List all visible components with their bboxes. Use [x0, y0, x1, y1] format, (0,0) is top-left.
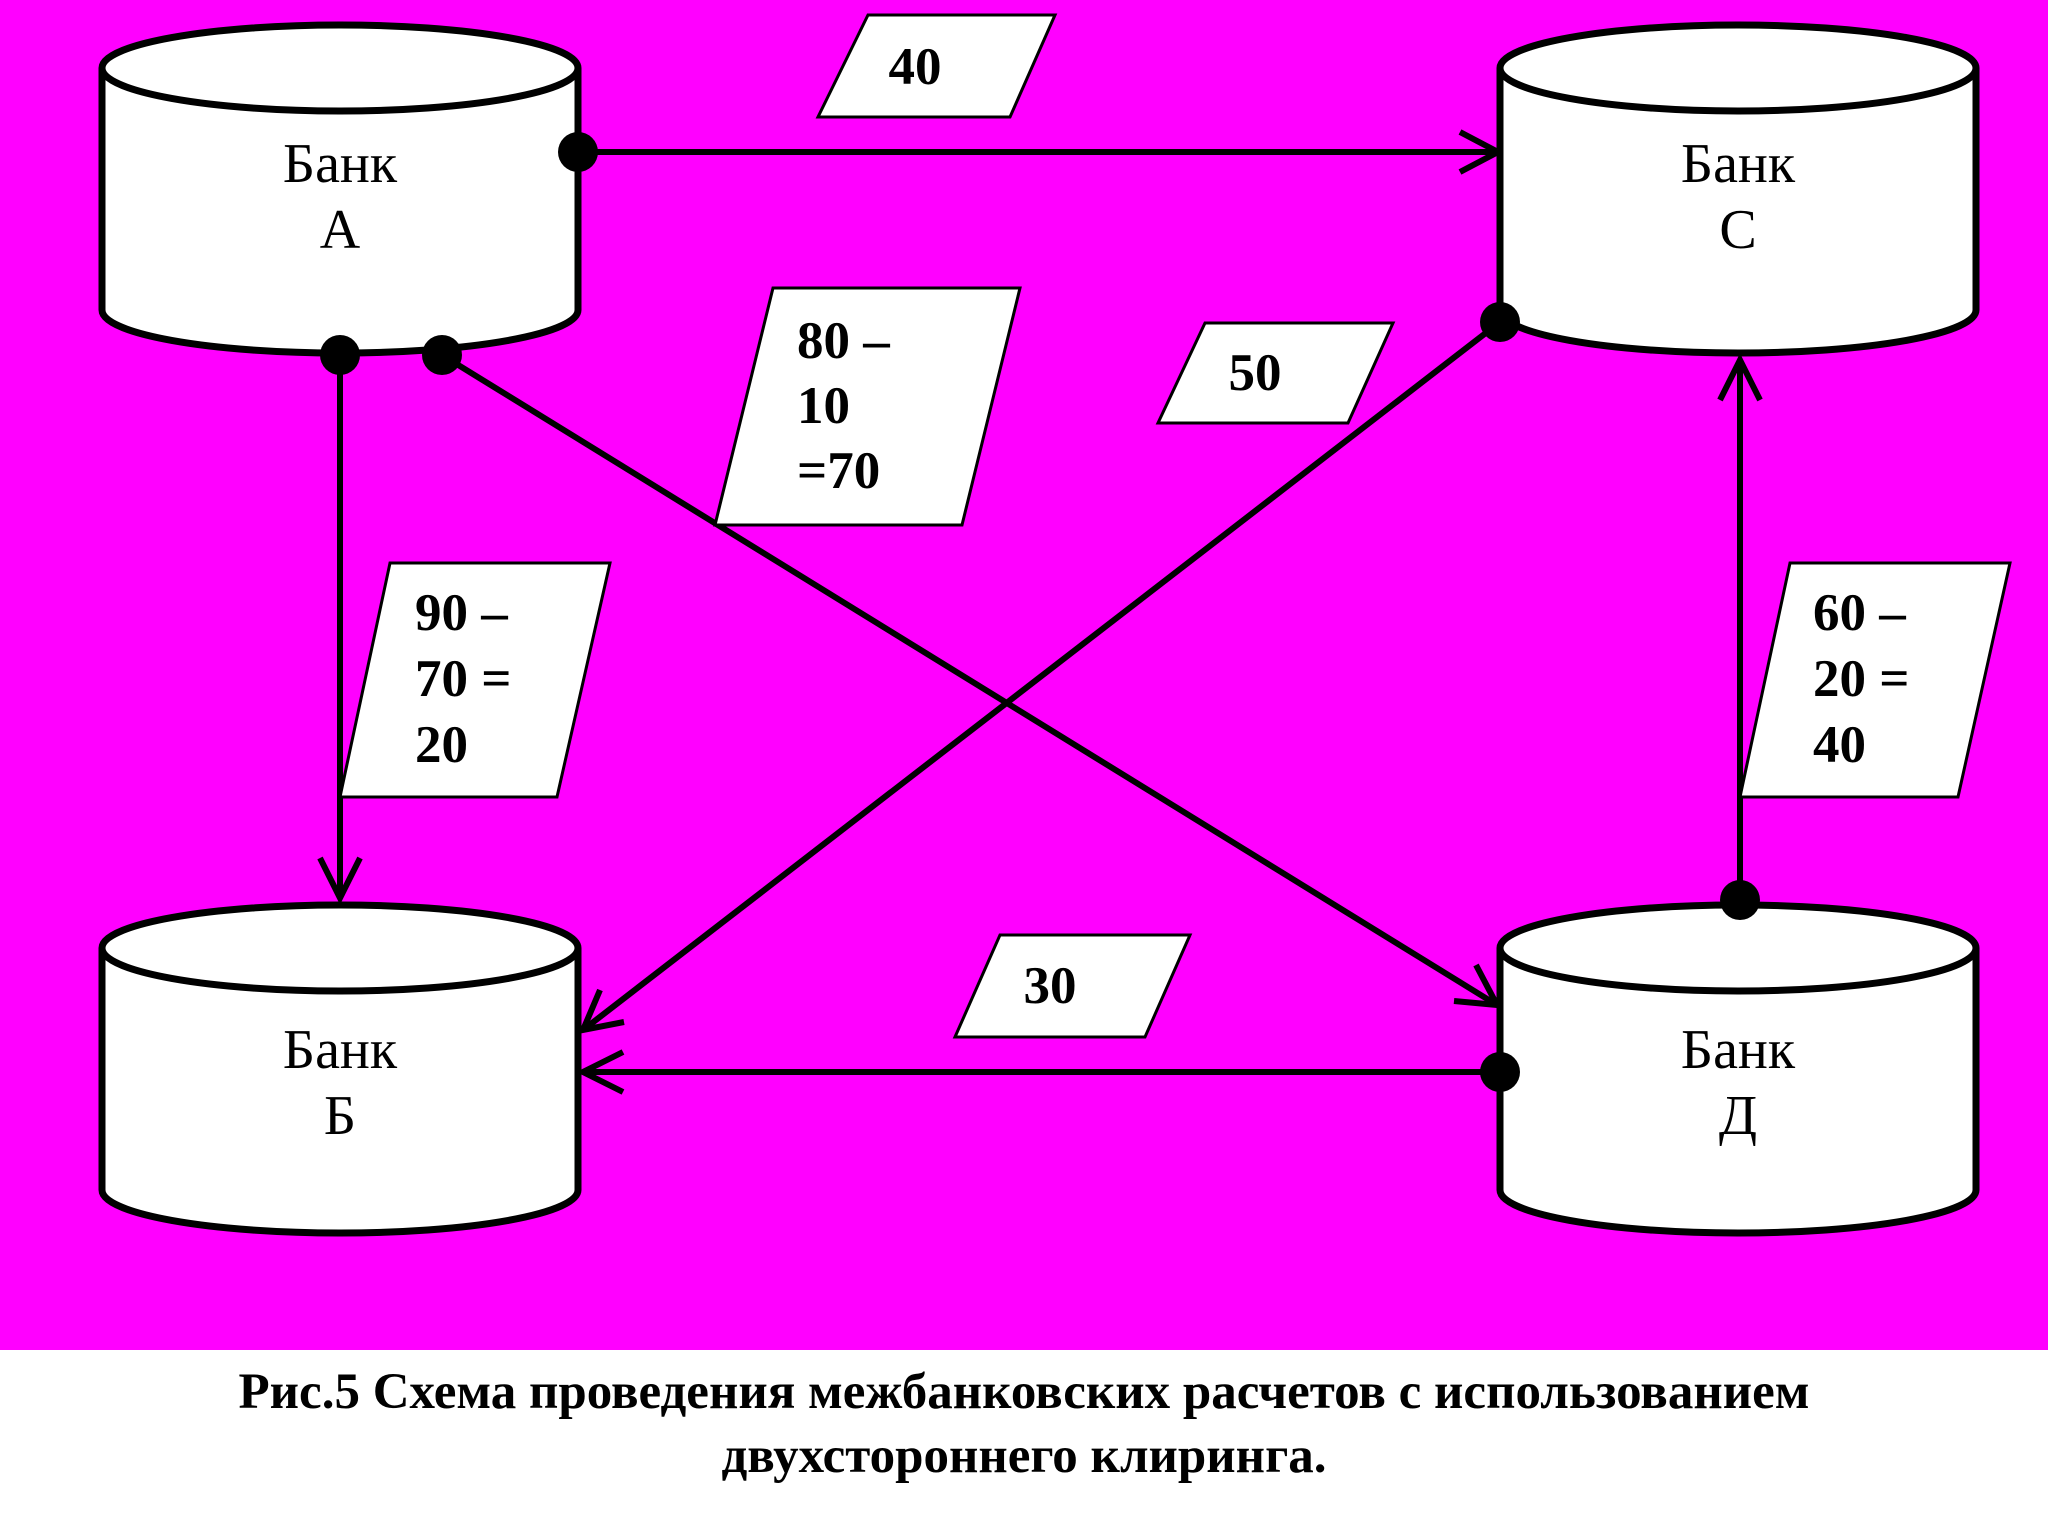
dot-a-right [558, 132, 598, 172]
bank-a-label-line1: Банк [283, 133, 398, 195]
dot-a-bottom-left [320, 335, 360, 375]
dot-a-bottom-right [422, 335, 462, 375]
value-c-to-b: 50 [1229, 344, 1282, 402]
bank-d-label-line2: Д [1719, 1085, 1757, 1147]
value-box-d-to-c: 60 – 20 = 40 [1738, 561, 2012, 799]
value-a-to-d-line3: =70 [797, 442, 880, 500]
bank-a-label-line2: А [320, 199, 361, 261]
value-a-to-b-line1: 90 – [415, 584, 508, 642]
bank-b-label-line2: Б [324, 1085, 356, 1147]
value-d-to-c-line3: 40 [1813, 716, 1866, 774]
value-a-to-b-line2: 70 = [415, 650, 511, 708]
arrowhead-a-to-b [317, 856, 363, 905]
bank-b-cylinder: Банк Б [98, 901, 582, 1237]
bank-c-label-line1: Банк [1681, 133, 1796, 195]
value-d-to-c-line1: 60 – [1813, 584, 1906, 642]
value-box-d-to-b: 30 [952, 933, 1193, 1039]
caption-line1: Рис.5 Схема проведения межбанковских рас… [238, 1364, 1810, 1420]
figure-caption: Рис.5 Схема проведения межбанковских рас… [0, 1350, 2048, 1517]
flow-arrows [317, 129, 1763, 1095]
bank-c-cylinder: Банк С [1496, 21, 1980, 357]
value-box-a-to-c: 40 [815, 13, 1058, 119]
arrow-c-to-b [581, 319, 1502, 1033]
connection-dots [320, 132, 1760, 1092]
arrowhead-d-to-b [576, 1049, 625, 1095]
value-a-to-c: 40 [889, 38, 942, 96]
value-a-to-d-line1: 80 – [797, 312, 890, 370]
value-box-a-to-d: 80 – 10 =70 [713, 286, 1022, 527]
value-a-to-d-line2: 10 [797, 377, 850, 435]
arrowhead-c-to-b [578, 988, 625, 1035]
bank-a-cylinder: Банк А [98, 21, 582, 357]
clearing-diagram: Банк А Банк С Банк Б Банк Д [0, 0, 2048, 1350]
value-box-c-to-b: 50 [1155, 321, 1396, 425]
bank-d-cylinder: Банк Д [1496, 901, 1980, 1237]
value-d-to-b: 30 [1024, 957, 1077, 1015]
bank-b-label-line1: Банк [283, 1019, 398, 1081]
dot-c-bottom-left [1480, 302, 1520, 342]
value-d-to-c-line2: 20 = [1813, 650, 1909, 708]
bank-c-label-line2: С [1719, 199, 1756, 261]
dot-d-left [1480, 1052, 1520, 1092]
arrowhead-d-to-c [1717, 353, 1763, 402]
dot-d-top [1720, 880, 1760, 920]
value-box-a-to-b: 90 – 70 = 20 [338, 561, 612, 799]
caption-line2: двухстороннего клиринга. [721, 1428, 1327, 1484]
arrow-a-to-d [440, 352, 1499, 1008]
value-a-to-b-line3: 20 [415, 716, 468, 774]
bank-d-label-line1: Банк [1681, 1019, 1796, 1081]
